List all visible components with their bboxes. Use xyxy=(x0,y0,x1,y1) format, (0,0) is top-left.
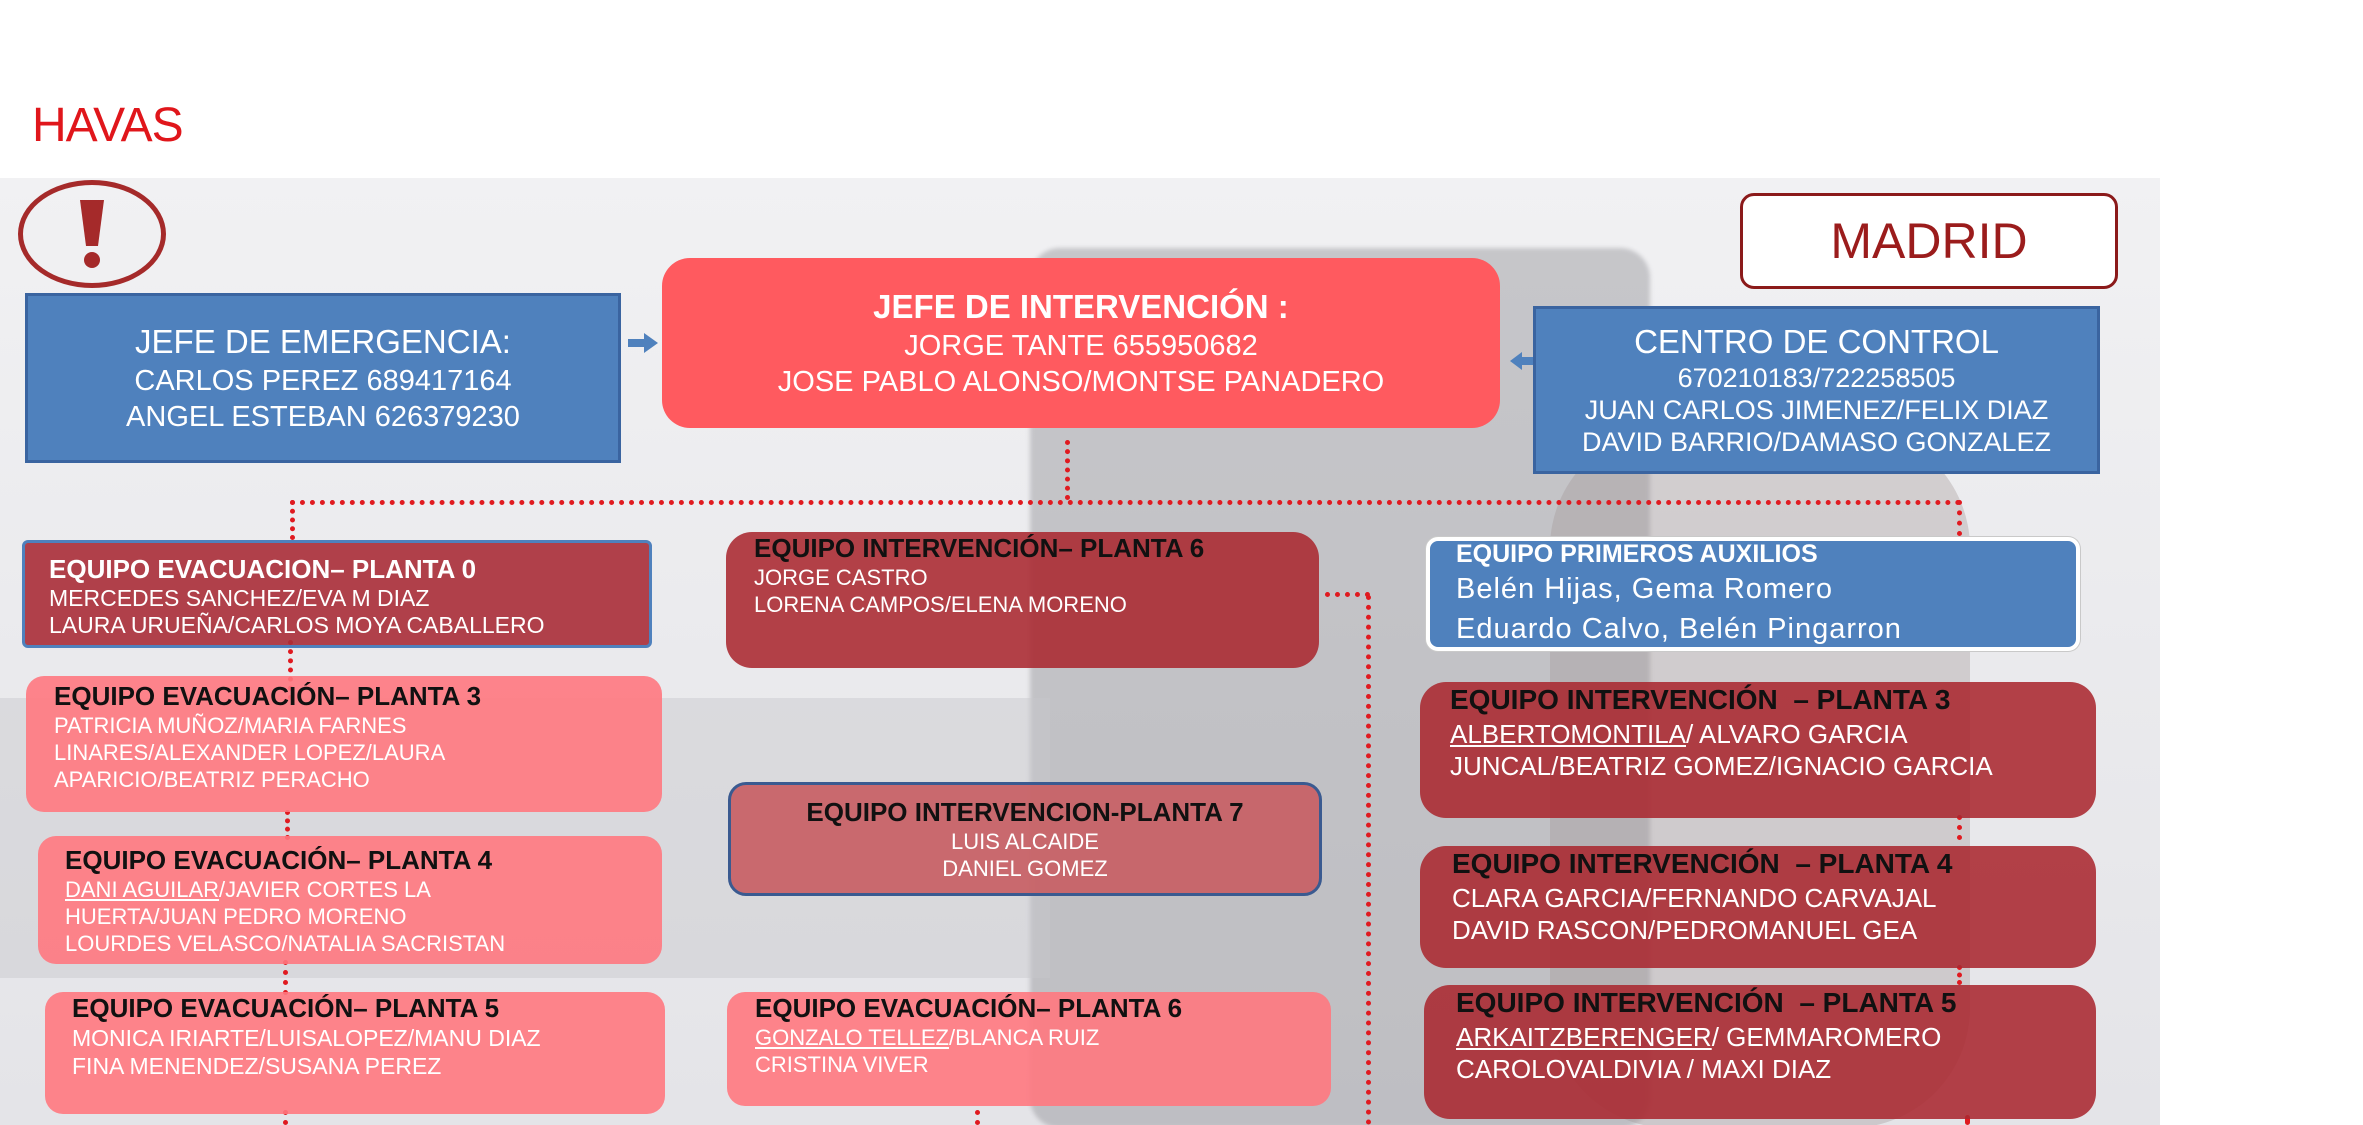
team-member-line: JUNCAL/BEATRIZ GOMEZ/IGNACIO GARCIA xyxy=(1450,751,1993,781)
jefe-intervencion-box: JEFE DE INTERVENCIÓN : JORGE TANTE 65595… xyxy=(662,258,1500,428)
centro-control-line: 670210183/722258505 xyxy=(1677,363,1956,393)
centro-control-title: CENTRO DE CONTROL xyxy=(1634,323,1999,360)
jefe-emergencia-title: JEFE DE EMERGENCIA: xyxy=(135,323,511,360)
connector-line xyxy=(1065,440,1070,500)
team-member-line: DAVID RASCON/PEDROMANUEL GEA xyxy=(1452,915,1918,945)
team-title: EQUIPO EVACUACIÓN– PLANTA 5 xyxy=(72,993,500,1023)
team-box-evac-p0: EQUIPO EVACUACION– PLANTA 0 MERCEDES SAN… xyxy=(22,540,652,648)
connector-line xyxy=(975,1110,980,1125)
team-member-line: DANIEL GOMEZ xyxy=(942,856,1108,881)
team-member-line: LINARES/ALEXANDER LOPEZ/LAURA xyxy=(54,740,446,765)
connector-line xyxy=(1325,592,1370,597)
connector-line xyxy=(1957,965,1962,985)
centro-control-line: DAVID BARRIO/DAMASO GONZALEZ xyxy=(1581,427,2052,457)
team-member-line: MONICA IRIARTE/LUISALOPEZ/MANU DIAZ xyxy=(72,1025,541,1051)
location-badge: MADRID xyxy=(1740,193,2118,289)
team-box-int-p7: EQUIPO INTERVENCION-PLANTA 7 LUIS ALCAID… xyxy=(728,782,1322,896)
team-box-evac-p6: EQUIPO EVACUACIÓN– PLANTA 6 GONZALO TELL… xyxy=(727,992,1331,1106)
team-member-underlined: ALBERTOMONTILA xyxy=(1450,719,1686,749)
team-box-int-p4: EQUIPO INTERVENCIÓN – PLANTA 4 CLARA GAR… xyxy=(1420,846,2096,968)
team-member-line: CLARA GARCIA/FERNANDO CARVAJAL xyxy=(1452,883,1937,913)
centro-control-line: JUAN CARLOS JIMENEZ/FELIX DIAZ xyxy=(1584,395,2049,425)
team-title: EQUIPO EVACUACIÓN– PLANTA 3 xyxy=(54,681,482,711)
connector-line xyxy=(283,1110,288,1125)
team-title: EQUIPO EVACUACION– PLANTA 0 xyxy=(49,554,477,584)
team-member-line: MERCEDES SANCHEZ/EVA M DIAZ xyxy=(49,585,430,611)
arrow-left-icon xyxy=(1510,352,1534,370)
team-title: EQUIPO EVACUACIÓN– PLANTA 6 xyxy=(755,993,1183,1023)
team-box-evac-p4: EQUIPO EVACUACIÓN– PLANTA 4 DANI AGUILAR… xyxy=(38,836,662,964)
team-member-line: HUERTA/JUAN PEDRO MORENO xyxy=(65,903,407,929)
team-member-line: Belén Hijas, Gema Romero xyxy=(1456,573,1833,605)
connector-line xyxy=(1366,595,1371,1125)
team-title: EQUIPO INTERVENCIÓN– PLANTA 6 xyxy=(754,533,1205,563)
jefe-emergencia-line: CARLOS PEREZ 689417164 xyxy=(134,365,512,397)
arrow-right-icon xyxy=(628,333,658,353)
team-member-line: GONZALO TELLEZ/BLANCA RUIZ xyxy=(755,1024,1331,1051)
team-title: EQUIPO PRIMEROS AUXILIOS xyxy=(1456,540,1818,568)
team-member-line: JORGE CASTRO xyxy=(754,565,928,590)
team-member-line: LUIS ALCAIDE xyxy=(951,829,1099,854)
team-member-line: APARICIO/BEATRIZ PERACHO xyxy=(54,767,370,792)
connector-line xyxy=(285,810,290,840)
team-member-line: FINA MENENDEZ/SUSANA PEREZ xyxy=(72,1053,442,1079)
jefe-intervencion-title: JEFE DE INTERVENCIÓN : xyxy=(873,288,1289,325)
warning-icon xyxy=(18,180,166,288)
team-member-rest: /JAVIER CORTES LA xyxy=(219,876,431,902)
connector-line xyxy=(283,960,288,995)
centro-control-box: CENTRO DE CONTROL 670210183/722258505 JU… xyxy=(1533,306,2100,474)
team-member-underlined: GONZALO TELLEZ xyxy=(755,1025,949,1050)
team-member-line: DANI AGUILAR/JAVIER CORTES LA xyxy=(65,876,662,903)
team-member-line: CAROLOVALDIVIA / MAXI DIAZ xyxy=(1456,1054,1832,1084)
team-member-line: LORENA CAMPOS/ELENA MORENO xyxy=(754,592,1127,617)
team-member-rest: /BLANCA RUIZ xyxy=(948,1025,1100,1050)
team-box-int-p3: EQUIPO INTERVENCIÓN – PLANTA 3 ALBERTOMO… xyxy=(1420,682,2096,818)
connector-line xyxy=(1957,500,1962,536)
team-member-line: LOURDES VELASCO/NATALIA SACRISTAN xyxy=(65,930,506,956)
connector-line xyxy=(1965,1115,1970,1125)
connector-line xyxy=(290,500,295,540)
team-member-underlined: DANI AGUILAR xyxy=(65,876,220,902)
team-member-line: CRISTINA VIVER xyxy=(755,1052,929,1077)
team-title: EQUIPO EVACUACIÓN– PLANTA 4 xyxy=(65,844,493,875)
jefe-emergencia-line: ANGEL ESTEBAN 626379230 xyxy=(126,401,520,433)
team-box-evac-p5: EQUIPO EVACUACIÓN– PLANTA 5 MONICA IRIAR… xyxy=(45,992,665,1114)
team-member-rest: / ALVARO GARCIA xyxy=(1686,719,1908,749)
team-box-primeros-auxilios: EQUIPO PRIMEROS AUXILIOS Belén Hijas, Ge… xyxy=(1426,537,2080,651)
team-member-line: Eduardo Calvo, Belén Pingarron xyxy=(1456,613,1902,645)
jefe-intervencion-line: JOSE PABLO ALONSO/MONTSE PANADERO xyxy=(777,366,1385,398)
havas-logo: HAVAS xyxy=(32,99,184,152)
team-box-evac-p3: EQUIPO EVACUACIÓN– PLANTA 3 PATRICIA MUÑ… xyxy=(26,676,662,812)
team-box-int-p5: EQUIPO INTERVENCIÓN – PLANTA 5 ARKAITZBE… xyxy=(1424,985,2096,1119)
team-title: EQUIPO INTERVENCION-PLANTA 7 xyxy=(806,797,1244,827)
team-title: EQUIPO INTERVENCIÓN – PLANTA 3 xyxy=(1450,684,1951,715)
team-box-int-p6: EQUIPO INTERVENCIÓN– PLANTA 6 JORGE CAST… xyxy=(726,532,1319,668)
connector-line xyxy=(290,500,1962,505)
team-member-underlined: ARKAITZBERENGER xyxy=(1456,1022,1712,1052)
connector-line xyxy=(288,640,293,700)
team-title: EQUIPO INTERVENCIÓN – PLANTA 5 xyxy=(1456,987,1957,1018)
team-member-line: LAURA URUEÑA/CARLOS MOYA CABALLERO xyxy=(49,612,545,638)
team-member-rest: / GEMMAROMERO xyxy=(1711,1022,1942,1052)
team-title: EQUIPO INTERVENCIÓN – PLANTA 4 xyxy=(1452,848,1953,879)
jefe-emergencia-box: JEFE DE EMERGENCIA: CARLOS PEREZ 6894171… xyxy=(25,293,621,463)
team-member-line: PATRICIA MUÑOZ/MARIA FARNES xyxy=(54,713,407,738)
team-member-line: ALBERTOMONTILA/ ALVARO GARCIA xyxy=(1450,718,2096,750)
connector-line xyxy=(1957,815,1962,840)
jefe-intervencion-line: JORGE TANTE 655950682 xyxy=(904,330,1258,362)
team-member-line: ARKAITZBERENGER/ GEMMAROMERO xyxy=(1456,1021,2096,1053)
